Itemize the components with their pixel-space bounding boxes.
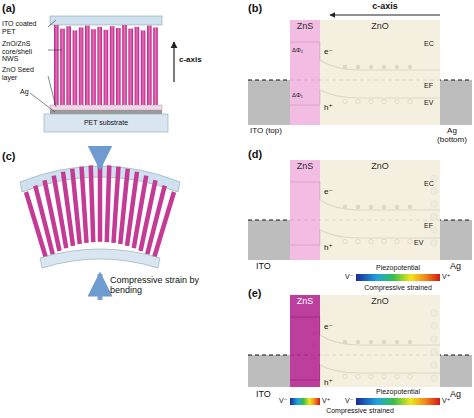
part-name: ZnO/ZnS core/shell NWS xyxy=(2,40,48,63)
nanowire xyxy=(135,27,140,105)
carrier: h⁺ xyxy=(324,379,333,388)
nanowire xyxy=(82,167,87,243)
nanowire xyxy=(54,25,59,105)
energy-level: EF xyxy=(424,222,433,230)
energy-level: EV xyxy=(414,239,423,247)
axis-label: c-axis xyxy=(372,2,398,12)
metal-states xyxy=(440,80,472,125)
part-name: ZnO Seed layer xyxy=(2,66,48,81)
energy-level: EV xyxy=(424,99,433,107)
material-region: ZnO xyxy=(320,295,440,387)
region-name: ZnO xyxy=(320,295,440,307)
bar-title: Piezopotential xyxy=(376,264,420,272)
potential-sign: V⁺ xyxy=(442,273,450,281)
panel-letter: (b) xyxy=(248,2,262,14)
region-name: ZnO xyxy=(320,160,440,172)
potential-sign: V⁻ xyxy=(345,397,353,405)
nanowire xyxy=(60,29,65,105)
metal-states xyxy=(248,355,290,387)
nanowire xyxy=(91,165,94,242)
bar-title: Compressive strained xyxy=(364,284,432,292)
nanowire xyxy=(110,26,115,105)
nanowire xyxy=(114,167,119,243)
material-region: ZnS xyxy=(290,295,320,387)
nanowire xyxy=(141,30,146,105)
electrode-name: Ag xyxy=(450,390,461,400)
metal-states xyxy=(248,80,290,125)
nanowire xyxy=(97,27,102,105)
nanowire xyxy=(104,30,109,105)
nanowire xyxy=(79,27,84,105)
carrier: e⁻ xyxy=(324,323,333,332)
bar-title: Piezopotential xyxy=(376,388,420,396)
electrode-name: ITO xyxy=(256,262,271,272)
nanowire xyxy=(107,165,110,242)
part-name: Ag xyxy=(20,88,29,96)
nanowire xyxy=(141,180,156,251)
carrier: h⁺ xyxy=(324,244,333,253)
part-name: PET substrate xyxy=(84,119,128,127)
metal-states xyxy=(440,220,472,260)
panel-letter: (c) xyxy=(2,150,15,162)
region-name: ZnS xyxy=(290,160,320,172)
bar-title: Compressive strained xyxy=(326,407,394,415)
nanowire xyxy=(91,29,96,105)
nanowire xyxy=(128,29,133,105)
carrier: e⁻ xyxy=(324,188,333,197)
potential-sign: V⁺ xyxy=(322,397,330,405)
material-region: ZnS xyxy=(290,20,320,125)
nanowire xyxy=(147,26,152,105)
nanowire xyxy=(116,28,121,105)
energy-level: EF xyxy=(424,82,433,90)
nanowire xyxy=(73,30,78,105)
material-region: ZnO xyxy=(320,20,440,125)
material-region: ZnS xyxy=(290,160,320,260)
barrier-height: ΔΦ₁ xyxy=(292,92,303,99)
panel-letter: (d) xyxy=(248,148,262,160)
metal-states xyxy=(248,220,290,260)
energy-level: EC xyxy=(424,180,434,188)
electrode-name: ITO (top) xyxy=(246,127,286,136)
electrode-name: ITO xyxy=(256,390,271,400)
region-name: ZnS xyxy=(290,295,320,307)
axis-label: c-axis xyxy=(179,56,202,65)
part-name: ITO coated PET xyxy=(2,20,48,35)
electrode-name: Ag xyxy=(450,262,461,272)
nanowire xyxy=(153,27,158,105)
carrier: h⁺ xyxy=(324,104,333,113)
energy-level: EC xyxy=(424,40,434,48)
potential-sign: V⁺ xyxy=(442,397,450,405)
nanowire xyxy=(154,192,174,258)
region-name: ZnO xyxy=(320,20,440,32)
region-name: ZnS xyxy=(290,20,320,32)
carrier: e⁻ xyxy=(324,48,333,57)
panel-letter: (e) xyxy=(248,287,261,299)
panel-letter: (a) xyxy=(2,2,15,14)
potential-sign: V⁻ xyxy=(345,273,353,281)
barrier-height: ΔΦ₂ xyxy=(292,47,303,54)
metal-states xyxy=(440,355,472,387)
strain-note: Compressive strain by bending xyxy=(110,276,200,296)
nanowire xyxy=(66,26,71,105)
nanowire xyxy=(98,165,103,242)
potential-sign: V⁻ xyxy=(279,397,287,405)
electrode-name: Ag (bottom) xyxy=(433,127,471,145)
nanowire xyxy=(72,169,80,244)
nanowire xyxy=(85,26,90,105)
nanowire xyxy=(122,25,127,105)
